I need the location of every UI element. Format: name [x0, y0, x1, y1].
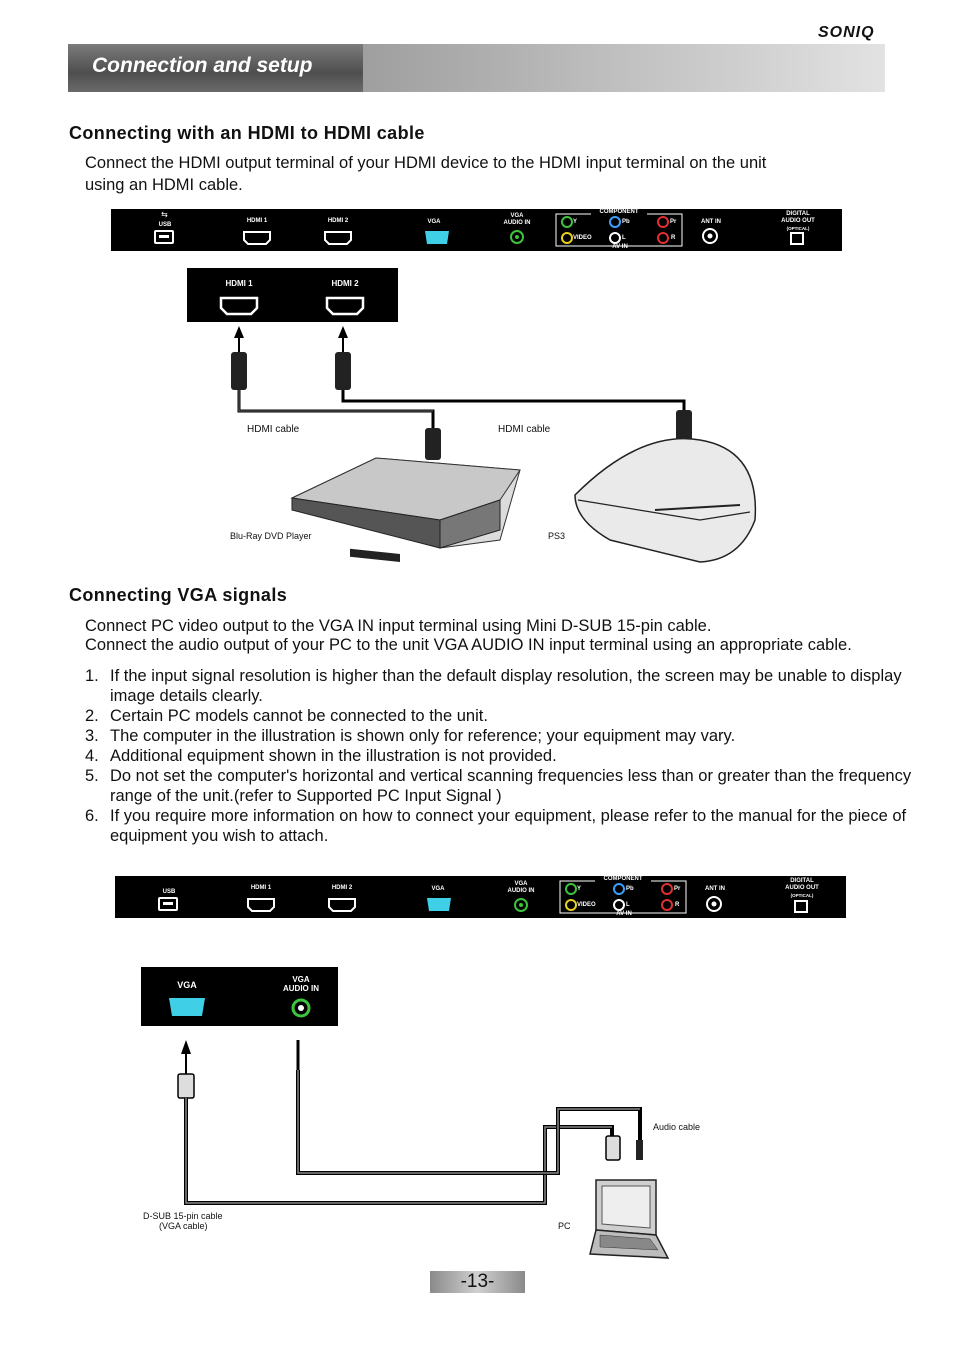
zoom-audio-label-2: AUDIO IN: [283, 984, 319, 993]
rear-panel-bottom: USB HDMI 1 HDMI 2 VGA VGA AUDIO IN COMPO…: [115, 876, 846, 918]
hdmi2-label: HDMI 2: [331, 885, 353, 891]
pc-label: PC: [558, 1221, 571, 1231]
zoom-audio-label-1: VGA: [292, 975, 310, 984]
vga-label: VGA: [431, 886, 445, 892]
pr-label: Pr: [670, 219, 677, 225]
hdmi-zoom-panel: HDMI 1 HDMI 2: [187, 268, 398, 322]
vga-body-line-2: Connect the audio output of your PC to t…: [85, 636, 852, 654]
zoom-vga-label: VGA: [177, 980, 197, 990]
l-label: L: [622, 235, 626, 241]
audio-cable-label: Audio cable: [653, 1122, 701, 1132]
y-label: Y: [573, 219, 578, 225]
list-item-number: 1.: [85, 667, 99, 685]
vga-audio-label-2: AUDIO IN: [507, 888, 535, 894]
digital-label-3: (OPTICAL): [790, 893, 814, 898]
list-item-number: 2.: [85, 707, 99, 725]
component-label: COMPONENT: [591, 209, 647, 216]
digital-label-1: DIGITAL: [786, 211, 810, 217]
hdmi2-label: HDMI 2: [327, 218, 349, 224]
hdmi1-label: HDMI 1: [246, 218, 268, 224]
page-number: -13-: [460, 1271, 495, 1292]
list-item-text: The computer in the illustration is show…: [110, 727, 736, 745]
r-label: R: [675, 902, 680, 908]
list-item: 2. Certain PC models cannot be connected …: [85, 706, 925, 726]
section-banner-tab: [68, 44, 363, 92]
component-label: COMPONENT: [595, 876, 651, 883]
list-item-number: 4.: [85, 747, 99, 765]
digital-label-1: DIGITAL: [790, 878, 814, 884]
hdmi-cable-label-2: HDMI cable: [498, 424, 551, 435]
list-item-number: 3.: [85, 727, 99, 745]
list-item-text: If the input signal resolution is higher…: [110, 667, 902, 705]
bluray-label: Blu-Ray DVD Player: [230, 531, 312, 541]
section-title: Connection and setup: [92, 54, 313, 77]
pr-label: Pr: [674, 886, 681, 892]
vga-heading: Connecting VGA signals: [69, 585, 288, 605]
ant-in-label: ANT IN: [705, 886, 725, 892]
hdmi-body-line-1: Connect the HDMI output terminal of your…: [85, 154, 767, 172]
vga-audio-label-1: VGA: [510, 213, 524, 219]
list-item-text: Additional equipment shown in the illust…: [110, 747, 557, 765]
vga-zoom-panel: VGA VGA AUDIO IN: [141, 967, 338, 1026]
dsub-label-1: D-SUB 15-pin cable: [143, 1211, 223, 1221]
list-item: 6. If you require more information on how…: [85, 806, 925, 846]
hdmi-heading: Connecting with an HDMI to HDMI cable: [69, 123, 425, 143]
hdmi1-label: HDMI 1: [250, 885, 272, 891]
av-in-label: AV IN: [616, 911, 632, 917]
y-label: Y: [577, 886, 582, 892]
vga-audio-label-2: AUDIO IN: [503, 220, 531, 226]
brand-logo: SONIQ: [818, 24, 875, 41]
video-label: VIDEO: [577, 902, 596, 908]
ant-in-label: ANT IN: [701, 219, 721, 225]
digital-label-3: (OPTICAL): [786, 226, 810, 231]
digital-label-2: AUDIO OUT: [781, 218, 815, 224]
list-item: 4. Additional equipment shown in the illu…: [85, 746, 925, 766]
rear-panel-top: ⇆ USB HDMI 1 HDMI 2 VGA VGA AUDIO IN COM…: [111, 209, 842, 251]
notes-list: 1. If the input signal resolution is high…: [85, 666, 925, 846]
usb-label: USB: [158, 222, 172, 228]
usb-label: USB: [162, 889, 176, 895]
pb-label: Pb: [626, 886, 634, 892]
svg-text:⇆: ⇆: [161, 210, 168, 219]
page-number-box: [430, 1271, 525, 1293]
list-item-text: Do not set the computer's horizontal and…: [110, 767, 912, 805]
hdmi-cable-label-1: HDMI cable: [247, 424, 300, 435]
list-item: 5. Do not set the computer's horizontal a…: [85, 766, 925, 806]
vga-body-line-1: Connect PC video output to the VGA IN in…: [85, 617, 712, 635]
digital-label-2: AUDIO OUT: [785, 885, 819, 891]
list-item-text: Certain PC models cannot be connected to…: [110, 707, 488, 725]
zoom-hdmi1-label: HDMI 1: [225, 279, 253, 288]
vga-audio-label-1: VGA: [514, 881, 528, 887]
list-item: 1. If the input signal resolution is high…: [85, 666, 925, 706]
list-item-number: 5.: [85, 767, 99, 785]
list-item-text: If you require more information on how t…: [110, 807, 907, 845]
r-label: R: [671, 235, 676, 241]
av-in-label: AV IN: [612, 244, 628, 250]
dsub-label-2: (VGA cable): [159, 1221, 208, 1231]
ps3-label: PS3: [548, 531, 566, 541]
pb-label: Pb: [622, 219, 630, 225]
list-item: 3. The computer in the illustration is sh…: [85, 726, 925, 746]
l-label: L: [626, 902, 630, 908]
list-item-number: 6.: [85, 807, 99, 825]
zoom-hdmi2-label: HDMI 2: [331, 279, 359, 288]
video-label: VIDEO: [573, 235, 592, 241]
hdmi-body-line-2: using an HDMI cable.: [85, 176, 243, 194]
vga-label: VGA: [427, 219, 441, 225]
